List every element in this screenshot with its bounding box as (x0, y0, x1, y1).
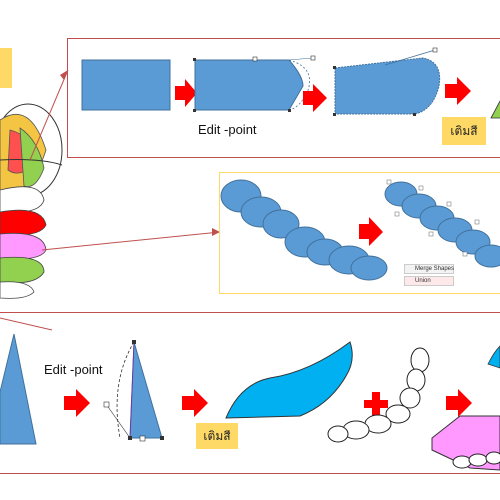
red-arrow-b1 (64, 389, 90, 417)
cyan-shape-partial (487, 345, 500, 369)
cloud-chain-selected (384, 181, 500, 268)
fill-tag-top: เติมสี (442, 117, 486, 145)
bottom-panel (0, 312, 500, 474)
green-shape-partial (490, 100, 500, 119)
flower-illustration (0, 103, 63, 299)
merge-shapes-menu[interactable]: Merge Shapes (404, 264, 454, 274)
union-menu-item[interactable]: Union (404, 276, 454, 286)
middle-panel-shapes (220, 179, 500, 281)
top-panel-shapes (81, 47, 500, 119)
red-arrow-2 (303, 84, 327, 112)
blue-shape-edit-2 (334, 57, 441, 115)
red-arrow-middle (359, 217, 383, 246)
cyan-curved-shape (225, 341, 353, 419)
middle-panel (219, 172, 500, 294)
top-panel (67, 38, 500, 158)
blue-shape-edit-1 (194, 59, 304, 111)
cloud-chain (220, 179, 388, 281)
edit-point-label-bottom: Edit -point (44, 362, 103, 377)
blue-triangle-edited (129, 341, 163, 439)
white-cloud-chain (327, 347, 430, 443)
red-arrow-b3 (446, 389, 472, 417)
fill-tag-bottom: เติมสี (196, 423, 238, 449)
bottom-panel-shapes (0, 333, 500, 471)
red-plus (364, 392, 388, 416)
red-arrow-3 (445, 77, 471, 105)
edit-point-label-top: Edit -point (198, 122, 257, 137)
blue-rectangle (81, 59, 171, 111)
blue-triangle (0, 333, 37, 445)
red-arrow-1 (175, 79, 197, 107)
red-arrow-b2 (182, 389, 208, 417)
flower-tag (0, 48, 12, 88)
pink-cloud-edge (452, 451, 500, 469)
